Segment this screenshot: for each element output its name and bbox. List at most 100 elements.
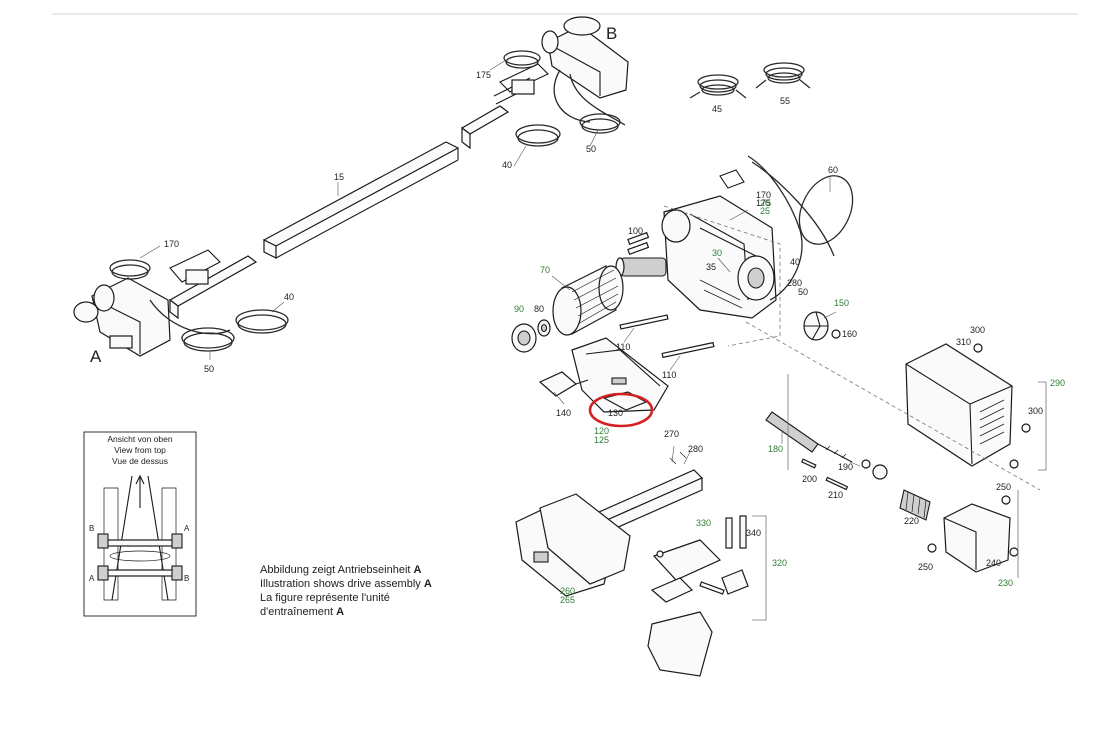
label-150: 150 xyxy=(834,298,849,308)
cable-coil-170-a xyxy=(109,259,151,277)
highlight-circle-part-130 xyxy=(588,392,654,428)
label-15: 15 xyxy=(334,172,344,182)
washer-80 xyxy=(537,319,551,337)
cable-coil-50-b xyxy=(579,113,621,131)
leader-lines xyxy=(139,59,861,467)
label-125: 125 xyxy=(594,435,609,445)
inset-label-b-br: B xyxy=(184,574,189,583)
label-190: 190 xyxy=(838,462,853,472)
label-120: 120 xyxy=(594,426,609,436)
label-175-b: 175 xyxy=(476,70,491,80)
group-labels: 20 25 30 70 90 150 120 125 290 180 230 3… xyxy=(514,198,1065,605)
label-130: 130 xyxy=(608,408,623,418)
label-60: 60 xyxy=(828,165,838,175)
screw-300b xyxy=(1009,459,1019,469)
cover-290 xyxy=(905,343,1013,467)
label-50-m: 50 xyxy=(798,287,808,297)
cable-coil-175-b xyxy=(503,50,541,66)
screws-110 xyxy=(619,314,715,359)
cap-90 xyxy=(511,323,537,353)
label-230: 230 xyxy=(998,578,1013,588)
caption-de: Abbildung zeigt Antriebseinheit A xyxy=(260,564,422,576)
label-45: 45 xyxy=(712,104,722,114)
label-180: 180 xyxy=(768,444,783,454)
drive-assembly-a xyxy=(73,249,258,357)
mount-320 xyxy=(647,515,749,677)
label-55: 55 xyxy=(780,96,790,106)
caption-fr-line2: d'entraînement A xyxy=(260,606,344,618)
label-40-a: 40 xyxy=(284,292,294,302)
inset-label-b-tl: B xyxy=(89,524,94,533)
label-50-b: 50 xyxy=(586,144,596,154)
cable-coil-40-a xyxy=(235,309,289,331)
label-40-m: 40 xyxy=(790,257,800,267)
label-25: 25 xyxy=(760,206,770,216)
label-110-a: 110 xyxy=(616,342,630,352)
inset-title-fr: Vue de dessus xyxy=(112,456,168,466)
screws-250 xyxy=(927,495,1019,557)
inset-label-a-bl: A xyxy=(89,574,95,583)
drive-roller-70 xyxy=(552,265,624,336)
label-175-m: 175 xyxy=(756,198,771,208)
chassis-bracket-260 xyxy=(515,451,704,597)
connector-plugs xyxy=(719,155,835,301)
label-20: 20 xyxy=(760,198,770,208)
label-35: 35 xyxy=(706,262,716,272)
shaft-180 xyxy=(765,411,853,463)
part-labels: 15 175 40 50 45 55 170 40 50 100 60 170 … xyxy=(164,70,1043,572)
caption: Abbildung zeigt Antriebseinheit A Illust… xyxy=(260,564,432,618)
screw-310 xyxy=(973,343,983,353)
label-300-b: 300 xyxy=(1028,406,1043,416)
group-brackets xyxy=(752,374,1047,621)
label-260: 260 xyxy=(560,586,575,596)
label-200: 200 xyxy=(802,474,817,484)
label-250-b: 250 xyxy=(918,562,933,572)
label-50-a: 50 xyxy=(204,364,214,374)
label-340: 340 xyxy=(746,528,761,538)
label-240: 240 xyxy=(986,558,1001,568)
cross-tube-15 xyxy=(262,141,460,259)
caption-fr-line1: La figure représente l'unité xyxy=(260,592,390,604)
label-30: 30 xyxy=(712,248,722,258)
inset-label-a-tr: A xyxy=(184,524,190,533)
cable-coil-50-a xyxy=(181,327,235,349)
label-265: 265 xyxy=(560,595,575,605)
label-170-a: 170 xyxy=(164,239,179,249)
label-40-b: 40 xyxy=(502,160,512,170)
direction-arrow-icon xyxy=(135,474,145,508)
drive-assembly-b xyxy=(460,16,629,150)
screw-200 xyxy=(801,458,817,469)
label-310: 310 xyxy=(956,337,971,347)
label-220: 220 xyxy=(904,516,919,526)
pins-100 xyxy=(627,231,650,256)
caption-en: Illustration shows drive assembly A xyxy=(260,578,432,590)
cable-coil-45 xyxy=(689,74,747,99)
mount-bracket-120 xyxy=(571,337,669,413)
label-320: 320 xyxy=(772,558,787,568)
housing-230 xyxy=(943,503,1011,573)
label-330: 330 xyxy=(696,518,711,528)
inset-view-from-top: Ansicht von oben View from top Vue de de… xyxy=(83,431,197,617)
worm-220 xyxy=(899,489,931,521)
label-70: 70 xyxy=(540,265,550,275)
cable-coil-40-b xyxy=(515,124,561,144)
assembly-label-b: B xyxy=(606,24,617,43)
motor-gear-unit xyxy=(615,195,777,319)
cable-coil-55 xyxy=(755,62,811,89)
pin-210 xyxy=(825,476,849,491)
label-140: 140 xyxy=(556,408,571,418)
washers-190 xyxy=(861,459,888,480)
label-210: 210 xyxy=(828,490,843,500)
fan-150 xyxy=(803,311,841,341)
label-250-a: 250 xyxy=(996,482,1011,492)
label-160: 160 xyxy=(842,329,857,339)
inset-title-en: View from top xyxy=(114,445,166,455)
clip-140 xyxy=(538,371,589,397)
label-270: 270 xyxy=(664,429,679,439)
cable-loop-60 xyxy=(798,175,854,245)
label-170-m: 170 xyxy=(756,190,771,200)
assembly-label-a: A xyxy=(90,347,102,366)
label-100: 100 xyxy=(628,226,643,236)
